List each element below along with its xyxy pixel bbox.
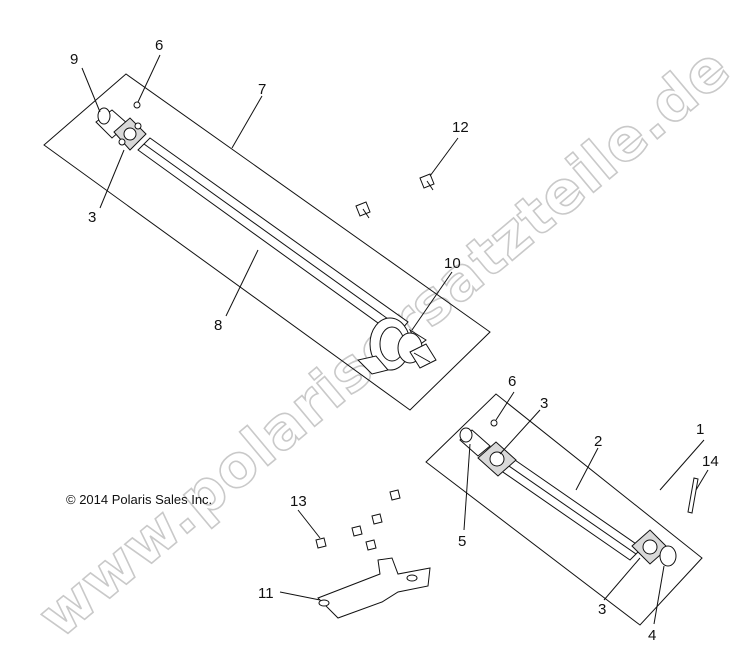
callout-5: 5	[458, 533, 466, 550]
callout-10: 10	[444, 255, 461, 272]
grease-zerk-upper	[133, 101, 141, 109]
bolt-12-a	[419, 173, 435, 191]
grease-zerk-lower	[490, 419, 498, 427]
upper-assembly-outline	[43, 73, 491, 411]
lower-assembly-outline	[425, 393, 703, 626]
callout-6-upper: 6	[155, 37, 163, 54]
upper-propshaft	[95, 107, 437, 375]
callout-13: 13	[290, 493, 307, 510]
callout-8: 8	[214, 317, 222, 334]
bolt-12-b	[355, 201, 371, 219]
roll-pin	[687, 477, 699, 514]
copyright-text: © 2014 Polaris Sales Inc.	[66, 492, 212, 507]
mounting-bracket	[317, 557, 431, 619]
lower-propshaft	[459, 427, 677, 567]
bolt-13-group	[315, 489, 401, 551]
callout-3-lower-front: 3	[540, 395, 548, 412]
leader-lines	[81, 54, 709, 625]
callout-2: 2	[594, 433, 602, 450]
callout-7: 7	[258, 81, 266, 98]
callout-11: 11	[258, 585, 274, 602]
callout-6-lower: 6	[508, 373, 516, 390]
callout-14: 14	[702, 453, 719, 470]
callout-9: 9	[70, 51, 78, 68]
callout-3-lower-rear: 3	[598, 601, 606, 618]
callout-3-upper: 3	[88, 209, 96, 226]
callout-4: 4	[648, 627, 656, 644]
callout-1: 1	[696, 421, 704, 438]
callout-12: 12	[452, 119, 469, 136]
